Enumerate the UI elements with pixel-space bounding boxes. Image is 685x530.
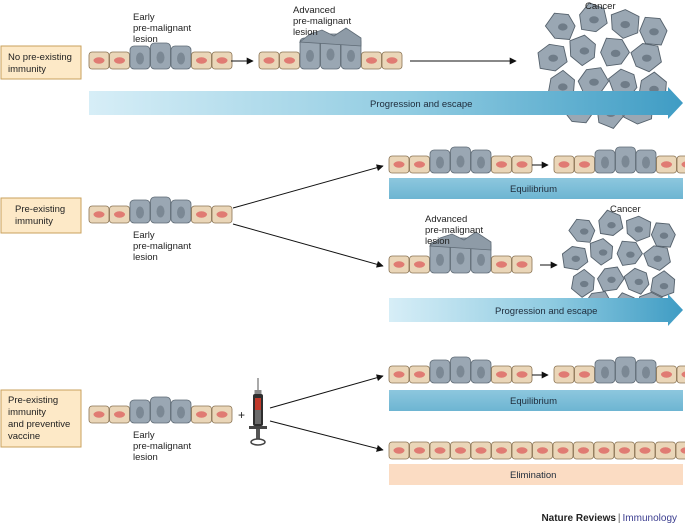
- tissue-early-lesion: [88, 42, 233, 70]
- advanced-label-line2: pre-malignant: [425, 225, 483, 236]
- arrow-to-equilibrium: [232, 164, 384, 209]
- tissue-early-lesion: [88, 196, 233, 224]
- condition-label-line1: Pre-existing: [8, 395, 58, 406]
- normal-cell: [676, 365, 685, 384]
- condition-label-line2: immunity: [8, 407, 46, 418]
- row-pre-existing: Pre-existing immunity Early pre-malignan…: [0, 146, 685, 326]
- journal-credit: Nature Reviews|Immunology: [541, 513, 677, 524]
- condition-box: [0, 389, 82, 448]
- elimination-label: Elimination: [510, 470, 556, 481]
- journal-name: Immunology: [622, 513, 677, 524]
- elimination-bar: [389, 464, 683, 485]
- plus-sign: +: [238, 408, 245, 422]
- early-label-line1: Early: [133, 430, 155, 441]
- equilibrium-bar: [389, 178, 683, 199]
- advanced-label-line1: Advanced: [425, 214, 467, 225]
- condition-label-line1: No pre-existing: [8, 52, 72, 63]
- advanced-label-line1: Advanced: [293, 5, 335, 16]
- lesion-overgrowth: [428, 231, 492, 251]
- arrow-to-equilibrium: [269, 374, 384, 409]
- early-label-line2: pre-malignant: [133, 241, 191, 252]
- lesion-overgrowth: [298, 27, 362, 47]
- equilibrium-label: Equilibrium: [510, 396, 557, 407]
- journal-family: Nature Reviews: [541, 513, 616, 524]
- tissue-equilibrium-a: [388, 356, 533, 384]
- condition-label-line2: immunity: [15, 216, 53, 227]
- condition-label-line1: Pre-existing: [15, 204, 65, 215]
- progression-bar: [389, 294, 683, 326]
- arrow-to-progression: [232, 223, 384, 268]
- advanced-label-line2: pre-malignant: [293, 16, 351, 27]
- advanced-label-line3: lesion: [425, 236, 450, 247]
- early-label-line3: lesion: [133, 452, 158, 463]
- condition-box: [0, 197, 82, 234]
- early-label-line3: lesion: [133, 252, 158, 263]
- syringe-icon: [249, 378, 267, 446]
- credit-separator: |: [617, 513, 621, 524]
- tissue-equilibrium-b: [553, 356, 685, 384]
- tissue-equilibrium-a: [388, 146, 533, 174]
- progression-label: Progression and escape: [370, 99, 472, 110]
- tissue-advanced-lesion: [258, 27, 403, 70]
- tissue-advanced-lesion: [388, 231, 533, 274]
- advanced-label-line3: lesion: [293, 27, 318, 38]
- condition-box: [0, 45, 82, 80]
- condition-label-line3: and preventive: [8, 419, 70, 430]
- tissue-equilibrium-b: [553, 146, 685, 174]
- cancer-label: Cancer: [585, 1, 616, 12]
- arrow-to-elimination: [269, 420, 384, 452]
- early-label-line2: pre-malignant: [133, 441, 191, 452]
- equilibrium-bar: [389, 390, 683, 411]
- row-no-immunity: No pre-existing immunity Early pre-malig…: [0, 1, 683, 129]
- condition-label-line4: vaccine: [8, 431, 40, 442]
- tissue-early-lesion: [88, 396, 233, 424]
- row-vaccine: Pre-existing immunity and preventive vac…: [0, 356, 685, 485]
- equilibrium-label: Equilibrium: [510, 184, 557, 195]
- progression-label: Progression and escape: [495, 306, 597, 317]
- early-label-line1: Early: [133, 12, 155, 23]
- early-label-line3: lesion: [133, 34, 158, 45]
- progression-bar: [89, 87, 683, 119]
- early-label-line2: pre-malignant: [133, 23, 191, 34]
- tissue-normal: [388, 441, 685, 460]
- condition-label-line2: immunity: [8, 64, 46, 75]
- early-label-line1: Early: [133, 230, 155, 241]
- normal-cell: [676, 155, 685, 174]
- cancer-label: Cancer: [610, 204, 641, 215]
